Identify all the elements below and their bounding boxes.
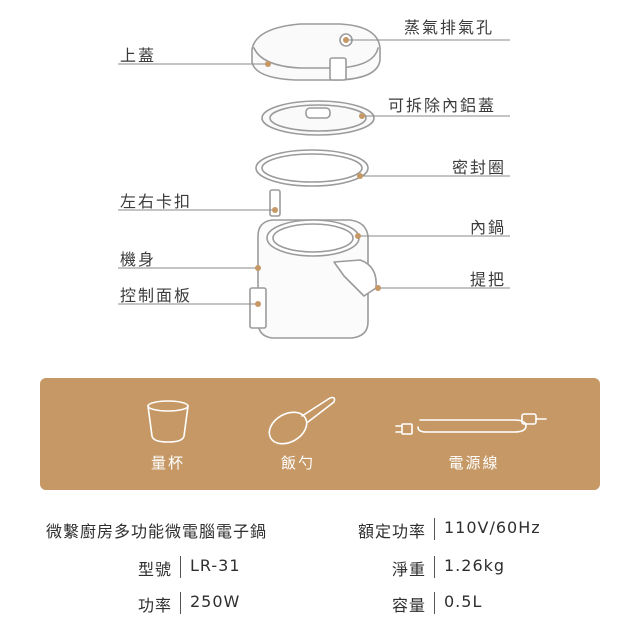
seal-ring-shape	[255, 149, 369, 187]
spec-divider	[180, 556, 181, 578]
leader-lines	[118, 37, 510, 307]
label-seal-ring: 密封圈	[452, 158, 507, 177]
measuring-cup-icon	[147, 400, 189, 443]
label-handle: 提把	[470, 270, 507, 289]
inner-lid-shape	[261, 100, 375, 136]
label-inner-lid: 可拆除內鋁蓋	[388, 96, 497, 115]
accessories-panel: 量杯 飯勺 電源線	[40, 378, 600, 490]
accessory-power-cord: 電源線	[448, 454, 500, 472]
label-inner-pot: 內鍋	[470, 218, 507, 237]
spec-divider	[434, 518, 435, 540]
spec-value-model: LR-31	[190, 556, 241, 575]
label-steam-vent: 蒸氣排氣孔	[404, 18, 495, 37]
spec-label-capacity: 容量	[391, 596, 426, 615]
spec-label-model: 型號	[137, 560, 172, 579]
accessory-icons	[147, 396, 547, 445]
label-side-clips: 左右卡扣	[120, 192, 193, 211]
label-control-panel: 控制面板	[120, 286, 193, 305]
spec-value-weight: 1.26kg	[444, 556, 506, 575]
spec-value-capacity: 0.5L	[444, 592, 483, 611]
accessory-rice-scoop: 飯勺	[280, 454, 316, 472]
spec-divider	[180, 592, 181, 614]
rice-cooker-illustration	[118, 23, 510, 339]
spec-label-power: 功率	[137, 596, 172, 615]
label-body: 機身	[120, 250, 157, 269]
spec-divider	[434, 556, 435, 578]
body-shape	[249, 219, 377, 339]
spec-value-rated: 110V/60Hz	[444, 518, 541, 537]
accessory-measuring-cup: 量杯	[150, 454, 186, 472]
product-name: 微繫廚房多功能微電腦電子鍋	[46, 522, 268, 541]
spec-label-weight: 淨重	[391, 560, 426, 579]
top-lid-shape	[251, 23, 381, 81]
spec-divider	[434, 592, 435, 614]
power-cord-icon	[395, 413, 547, 435]
spec-label-rated: 額定功率	[357, 522, 426, 541]
spec-value-power: 250W	[190, 592, 241, 611]
label-top-lid: 上蓋	[120, 46, 157, 65]
rice-scoop-icon	[268, 396, 336, 445]
